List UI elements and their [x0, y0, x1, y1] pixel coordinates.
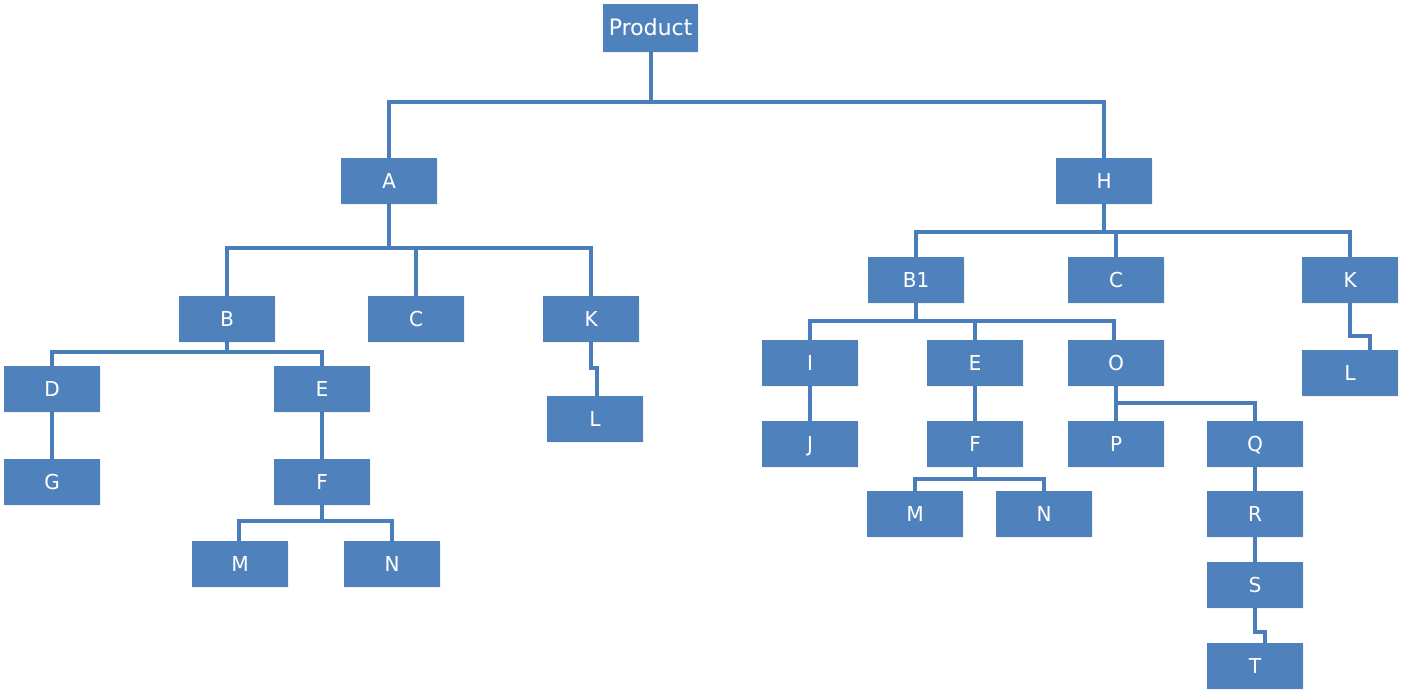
- node-n-right[interactable]: N: [996, 491, 1092, 537]
- connector-s-t: [1253, 608, 1267, 643]
- node-p[interactable]: P: [1068, 421, 1164, 467]
- node-d[interactable]: D: [4, 366, 100, 412]
- node-i[interactable]: I: [762, 340, 858, 386]
- connector-k-l-right: [1348, 303, 1372, 350]
- node-t[interactable]: T: [1207, 643, 1303, 689]
- node-s[interactable]: S: [1207, 562, 1303, 608]
- node-a[interactable]: A: [341, 158, 437, 204]
- node-q[interactable]: Q: [1207, 421, 1303, 467]
- connector-a-children: [225, 246, 593, 296]
- node-m-left[interactable]: M: [192, 541, 288, 587]
- connector-product-children: [387, 100, 1106, 158]
- node-e-right[interactable]: E: [927, 340, 1023, 386]
- node-r[interactable]: R: [1207, 491, 1303, 537]
- connector-o-q: [1116, 401, 1257, 421]
- node-g[interactable]: G: [4, 459, 100, 505]
- node-b[interactable]: B: [179, 296, 275, 342]
- node-c-right[interactable]: C: [1068, 257, 1164, 303]
- connector-f-children: [237, 519, 394, 541]
- node-c-left[interactable]: C: [368, 296, 464, 342]
- node-f-right[interactable]: F: [927, 421, 1023, 467]
- node-j[interactable]: J: [762, 421, 858, 467]
- connector-f-children-right: [913, 477, 1046, 491]
- node-m-right[interactable]: M: [867, 491, 963, 537]
- node-k-right[interactable]: K: [1302, 257, 1398, 303]
- node-k-left[interactable]: K: [543, 296, 639, 342]
- node-f-left[interactable]: F: [274, 459, 370, 505]
- node-h[interactable]: H: [1056, 158, 1152, 204]
- node-product[interactable]: Product: [603, 4, 698, 52]
- connector-h-children: [914, 230, 1352, 257]
- node-l-right[interactable]: L: [1302, 350, 1398, 396]
- node-o[interactable]: O: [1068, 340, 1164, 386]
- node-l-left[interactable]: L: [547, 396, 643, 442]
- node-n-left[interactable]: N: [344, 541, 440, 587]
- node-b1[interactable]: B1: [868, 257, 964, 303]
- node-e-left[interactable]: E: [274, 366, 370, 412]
- connector-b-children: [50, 350, 324, 366]
- connector-k-l-left: [589, 342, 599, 396]
- connector-b1-children: [808, 319, 1116, 340]
